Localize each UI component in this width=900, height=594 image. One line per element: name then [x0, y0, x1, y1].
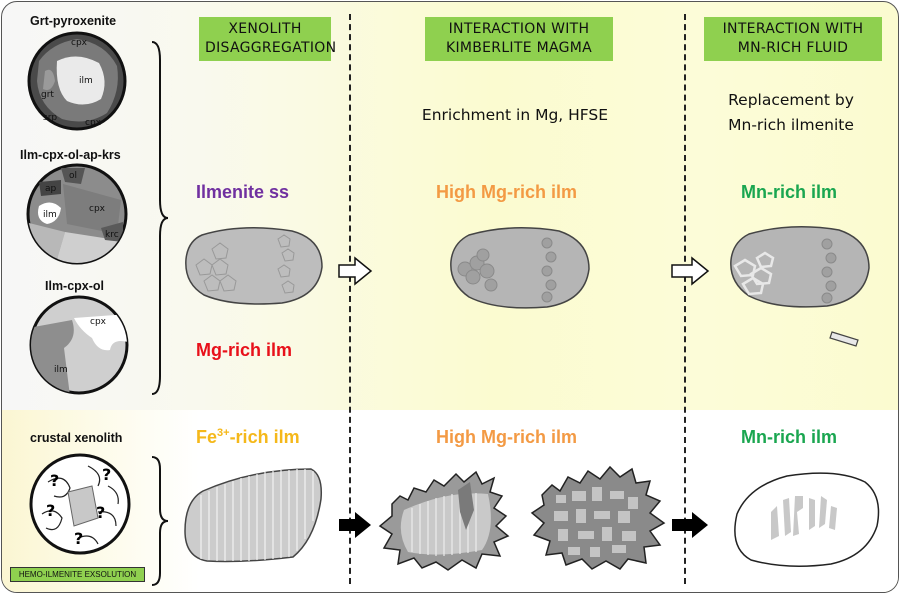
- label-mn-rich-bottom: Mn-rich ilm: [741, 427, 838, 447]
- label-fe3-sup: 3+: [217, 427, 230, 439]
- rock1-mineral-1: ilm: [79, 76, 93, 86]
- rock-crustal-xenolith: ? ? ? ? ?: [29, 453, 131, 555]
- rock1-mineral-0: cpx: [71, 38, 88, 48]
- rock1-mineral-2: grt: [41, 90, 54, 100]
- rock4-symbol-2: ?: [102, 465, 111, 484]
- rock4-symbol-4: ?: [96, 503, 105, 522]
- rock4-symbol-1: ?: [50, 471, 59, 490]
- hemo-ilmenite-tag: HEMO-ILMENITE EXSOLUTION: [10, 567, 145, 582]
- note-replacement: Replacement by Mn-rich ilmenite: [728, 91, 854, 134]
- header-interaction-mn-fluid: INTERACTION WITH MN-RICH FLUID: [704, 17, 882, 61]
- label-fe3-suffix: -rich ilm: [229, 427, 300, 447]
- brace-bottom: [151, 456, 169, 586]
- grain-mn-rich-top: [730, 226, 870, 308]
- rock-title-crustal-xenolith: crustal xenolith: [30, 431, 123, 445]
- arrow-bottom-1: [339, 512, 371, 538]
- grain-high-mg-bottom-1: [378, 470, 510, 571]
- label-high-mg-rich-bottom: High Mg-rich ilm: [436, 427, 577, 447]
- label-ilmenite-ss: Ilmenite ss: [196, 182, 290, 202]
- label-fe3-rich-ilm: Fe3+-rich ilm: [196, 427, 300, 448]
- rock3-mineral-1: ilm: [54, 365, 68, 375]
- brace-top: [151, 41, 169, 395]
- rock3-mineral-0: cpx: [90, 317, 107, 327]
- rock-title-ilm-cpx-ol-ap-krs: Ilm-cpx-ol-ap-krs: [20, 148, 121, 162]
- label-mn-rich-top: Mn-rich ilm: [741, 182, 838, 202]
- grain-ilmenite-ss: [185, 227, 323, 305]
- label-fe3-prefix: Fe: [196, 427, 218, 447]
- arrow-top-1: [338, 256, 373, 286]
- arrow-top-2: [671, 256, 710, 286]
- header-xenolith-disaggregation: XENOLITH DISAGGREGATION: [199, 17, 336, 61]
- rock1-mineral-3: srp: [43, 113, 57, 123]
- rock2-mineral-2: cpx: [89, 204, 106, 214]
- rock4-symbol-3: ?: [46, 501, 55, 520]
- rock1-mineral-4: cpx: [85, 118, 102, 128]
- label-high-mg-rich-top: High Mg-rich ilm: [436, 182, 577, 202]
- rock-title-ilm-cpx-ol: Ilm-cpx-ol: [45, 279, 105, 293]
- note-enrichment: Enrichment in Mg, HFSE: [421, 106, 609, 124]
- arrow-bottom-2: [672, 512, 708, 538]
- rock2-mineral-0: ol: [69, 171, 77, 181]
- rock2-mineral-3: ilm: [43, 210, 57, 220]
- grain-high-mg-bottom-2: [530, 465, 666, 570]
- separator-2: [684, 14, 686, 584]
- label-mg-rich-ilm: Mg-rich ilm: [196, 340, 293, 360]
- grain-high-mg-top: [450, 227, 590, 309]
- rock4-symbol-5: ?: [74, 529, 83, 548]
- rock-title-grt-pyroxenite: Grt-pyroxenite: [30, 14, 117, 28]
- separator-1: [349, 14, 351, 584]
- rock-ilm-cpx-ol-ap-krs: ol ap cpx ilm krc: [26, 163, 128, 265]
- rock-ilm-cpx-ol: cpx ilm: [29, 295, 129, 395]
- rock-grt-pyroxenite: cpx ilm grt srp cpx: [27, 31, 127, 131]
- grain-fe3-rich: [184, 468, 323, 563]
- grain-fragment: [829, 331, 859, 347]
- grain-mn-rich-bottom: [734, 472, 880, 567]
- rock2-mineral-4: krc: [105, 230, 119, 240]
- header-interaction-kimberlite: INTERACTION WITH KIMBERLITE MAGMA: [425, 17, 613, 61]
- rock2-mineral-1: ap: [45, 184, 57, 194]
